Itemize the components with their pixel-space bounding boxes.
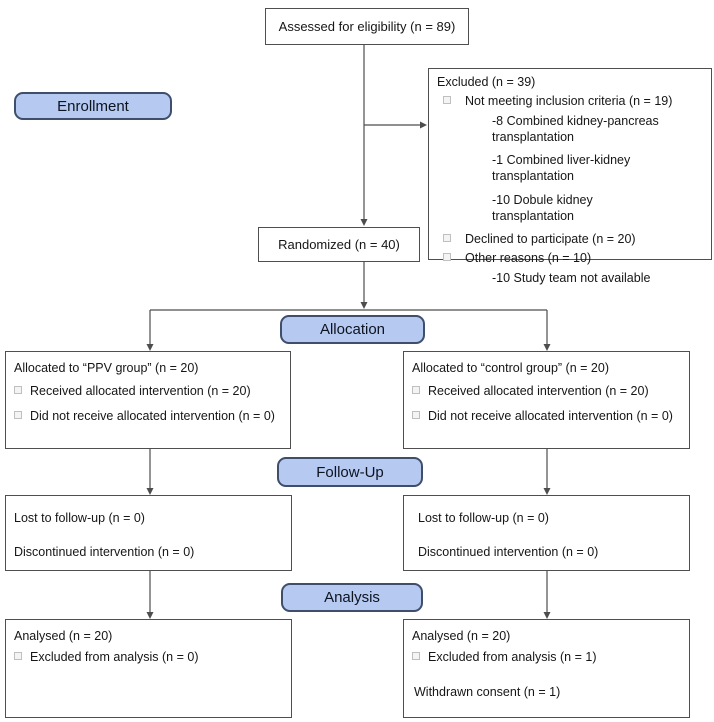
stage-analysis-label: Analysis (324, 589, 380, 606)
analysis-left-box: Analysed (n = 20) Excluded from analysis… (5, 619, 292, 718)
excluded-subitem: -10 Dobule kidney transplantation (492, 192, 593, 223)
stage-allocation: Allocation (280, 315, 425, 344)
arrowhead-down (360, 219, 368, 226)
stage-enrollment-label: Enrollment (57, 97, 129, 115)
allocation-left-item-text: Received allocated intervention (n = 20) (30, 384, 251, 399)
assessed-text: Assessed for eligibility (n = 89) (278, 19, 456, 34)
excluded-item: Declined to participate (n = 20) (443, 231, 703, 247)
allocation-left-item: Did not receive allocated intervention (… (14, 408, 282, 424)
arrowhead-down (543, 612, 551, 619)
square-bullet-icon (412, 386, 420, 395)
arrowhead-right (420, 121, 427, 129)
randomized-box: Randomized (n = 40) (258, 227, 420, 262)
excluded-item-text: Declined to participate (n = 20) (465, 232, 636, 246)
square-bullet-icon (412, 652, 420, 661)
square-bullet-icon (443, 253, 451, 262)
stage-followup-label: Follow-Up (316, 463, 384, 481)
excluded-item-text: Other reasons (n = 10) (465, 251, 592, 266)
excluded-item-text: Not meeting inclusion criteria (n = 19) (465, 94, 673, 109)
square-bullet-icon (412, 410, 420, 419)
analysis-right-item-text: Excluded from analysis (n = 1) (428, 650, 597, 665)
excluded-subitem: -1 Combined liver-kidney transplantation (492, 153, 631, 184)
followup-right-line2: Discontinued intervention (n = 0) (418, 545, 599, 560)
arrowheads (146, 121, 551, 619)
stage-enrollment: Enrollment (14, 92, 172, 120)
followup-right-box: Lost to follow-up (n = 0) Discontinued i… (403, 495, 690, 571)
allocation-right-title: Allocated to “control group” (n = 20) (412, 361, 609, 375)
allocation-right-item: Received allocated intervention (n = 20) (412, 383, 681, 399)
allocation-left-title: Allocated to “PPV group” (n = 20) (14, 361, 199, 375)
followup-left-line2: Discontinued intervention (n = 0) (14, 545, 195, 560)
square-bullet-icon (443, 96, 451, 105)
stage-analysis: Analysis (281, 583, 423, 612)
arrowhead-down (146, 612, 154, 619)
stage-followup: Follow-Up (277, 457, 423, 487)
arrowhead-down (543, 344, 551, 351)
arrowhead-down (360, 302, 368, 309)
assessed-box: Assessed for eligibility (n = 89) (265, 8, 469, 45)
allocation-right-item-text: Received allocated intervention (n = 20) (428, 384, 649, 399)
analysis-right-title: Analysed (n = 20) (412, 629, 511, 643)
stage-allocation-label: Allocation (319, 321, 386, 338)
followup-left-box: Lost to follow-up (n = 0) Discontinued i… (5, 495, 292, 571)
allocation-right-item-text: Did not receive allocated intervention (… (428, 408, 673, 423)
allocation-right-item: Did not receive allocated intervention (… (412, 408, 681, 424)
arrowhead-down (543, 488, 551, 495)
arrowhead-down (146, 344, 154, 351)
analysis-left-title: Analysed (n = 20) (14, 629, 113, 643)
square-bullet-icon (14, 652, 22, 661)
arrowhead-down (146, 488, 154, 495)
excluded-title: Excluded (n = 39) (437, 75, 536, 89)
allocation-right-box: Allocated to “control group” (n = 20) Re… (403, 351, 690, 449)
excluded-subitem: -10 Study team not available (492, 270, 651, 285)
analysis-right-extra: Withdrawn consent (n = 1) (414, 684, 561, 699)
analysis-right-item: Excluded from analysis (n = 1) (412, 649, 681, 665)
analysis-left-item-text: Excluded from analysis (n = 0) (30, 650, 199, 665)
randomized-text: Randomized (n = 40) (278, 237, 400, 252)
excluded-subitem: -8 Combined kidney-pancreas transplantat… (492, 113, 659, 144)
allocation-left-box: Allocated to “PPV group” (n = 20) Receiv… (5, 351, 291, 449)
excluded-box: Excluded (n = 39) Not meeting inclusion … (428, 68, 712, 285)
allocation-left-item-text: Did not receive allocated intervention (… (30, 408, 275, 423)
square-bullet-icon (14, 410, 22, 419)
square-bullet-icon (443, 234, 451, 242)
excluded-item: Other reasons (n = 10) (443, 250, 703, 266)
analysis-left-item: Excluded from analysis (n = 0) (14, 649, 283, 665)
allocation-left-item: Received allocated intervention (n = 20) (14, 383, 282, 399)
square-bullet-icon (14, 386, 22, 395)
followup-left-line1: Lost to follow-up (n = 0) (14, 511, 145, 525)
excluded-item: Not meeting inclusion criteria (n = 19) (443, 93, 703, 109)
analysis-right-box: Analysed (n = 20) Excluded from analysis… (403, 619, 690, 718)
followup-right-line1: Lost to follow-up (n = 0) (418, 511, 549, 525)
